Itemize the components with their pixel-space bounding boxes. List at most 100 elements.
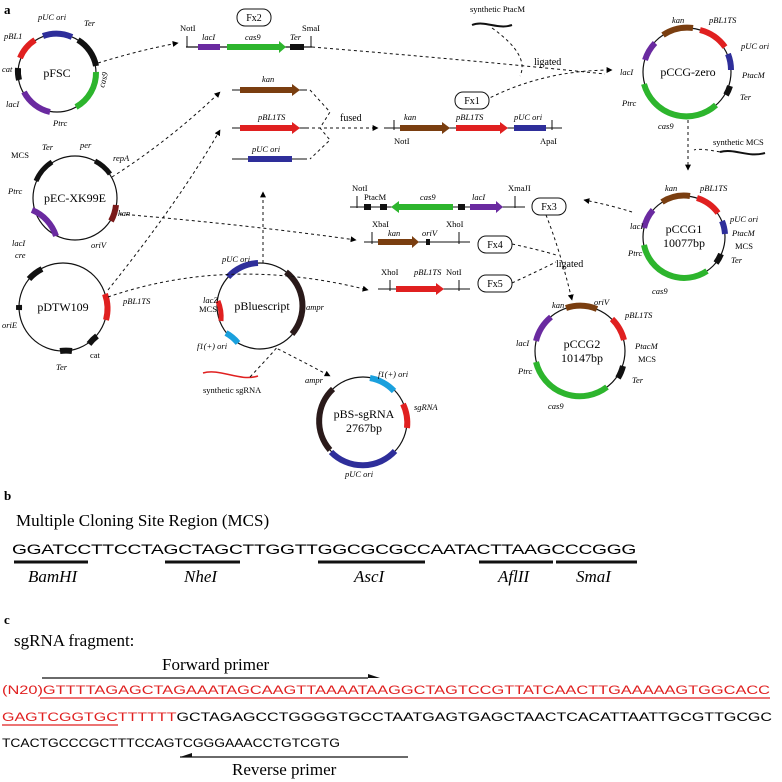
pbs-sgrna-name: pBS-sgRNA [334, 407, 395, 421]
pdtw109-pbl1: pBL1TS [122, 296, 151, 306]
panel-label-b: b [4, 488, 11, 503]
site-asci: AscI [353, 567, 386, 586]
site-nhei: NheI [183, 567, 218, 586]
pdtw109-ter: Ter [56, 362, 68, 372]
panel-label-a: a [4, 2, 11, 17]
fragment-fx5: XhoI pBL1TS NotI Fx5 [378, 267, 513, 295]
fragment-fx3: NotI PtacM cas9 lacI XmaJI Fx3 [350, 183, 567, 216]
pfsc-cat: cat [2, 64, 13, 74]
pbluescript-ampr: ampr [306, 302, 325, 312]
fx3-cas9: cas9 [420, 192, 436, 202]
fused-label: fused [340, 113, 362, 124]
fx1-kan: kan [404, 112, 416, 122]
pccg1-puc-ori: pUC ori [729, 214, 759, 224]
pfsc-cas9: cas9 [96, 70, 110, 88]
pccg-zero-pbl1: pBL1TS [708, 15, 737, 25]
pccg1-cas9: cas9 [652, 286, 668, 296]
plasmid-pdtw109: pDTW109 cre pBL1TS oriE cat Ter [2, 250, 151, 372]
pbs-ampr: ampr [305, 375, 324, 385]
pbluescript-puc-ori: pUC ori [221, 254, 251, 264]
pbs-f1-ori: f1(+) ori [378, 369, 409, 379]
site-bamhi: BamHI [28, 567, 78, 586]
pec-oriv: oriV [91, 240, 108, 250]
synthetic-sgrna: synthetic sgRNA [202, 347, 331, 395]
pec-xk99e-name: pEC-XK99E [44, 191, 106, 205]
pccg1-ptrc: Ptrc [627, 248, 643, 258]
pfsc-pbl1: pBL1 [3, 31, 22, 41]
fx1-pbl1: pBL1TS [455, 112, 484, 122]
pccg2-laci: lacI [516, 338, 530, 348]
fx3-laci: lacI [472, 192, 486, 202]
pccg1-kan: kan [665, 183, 677, 193]
pccg2-mcs: MCS [638, 354, 656, 364]
fx4-label: Fx4 [487, 240, 503, 251]
fx5-noti: NotI [446, 267, 462, 277]
pbluescript-mcs: MCS [199, 304, 217, 314]
fx1-puc-ori: pUC ori [513, 112, 543, 122]
fx4-xbai: XbaI [372, 219, 389, 229]
plasmid-pccg-zero: pCCG-zero kan pBL1TS pUC ori PtacM Ter l… [620, 15, 770, 131]
fx1-apai: ApaI [540, 136, 557, 146]
pccg-zero-ptacm: PtacM [741, 70, 766, 80]
pbluescript-name: pBluescript [234, 299, 290, 313]
pccg2-cas9: cas9 [548, 401, 564, 411]
plasmid-pccg1: pCCG1 10077bp kan pBL1TS pUC ori PtacM M… [627, 183, 759, 296]
synthetic-ptacm-label: synthetic PtacM [470, 4, 525, 14]
pec-repa: repA [113, 153, 130, 163]
fx2-ter: Ter [290, 32, 302, 42]
site-aflii: AflII [497, 567, 530, 586]
fx5-label: Fx5 [487, 279, 503, 290]
pfsc-ter: Ter [84, 18, 96, 28]
pccg-zero-ptrc: Ptrc [621, 98, 637, 108]
pccg-zero-cas9: cas9 [658, 121, 674, 131]
fx4-kan: kan [388, 228, 400, 238]
fx3-ptacm: PtacM [364, 192, 387, 202]
sgrna-line-3: TCACTGCCCGCTTTCCAGTCGGGAAACCTGTCGTG [2, 736, 340, 750]
pec-ptrc: Ptrc [7, 186, 23, 196]
sgrna-line-1: (N20)GTTTTAGAGCTAGAAATAGCAAGTTAAAATAAGGC… [2, 683, 770, 697]
pec-kan: kan [118, 208, 130, 218]
pec-mcs: MCS [11, 150, 29, 160]
synthetic-mcs: synthetic MCS [685, 120, 766, 171]
pbluescript-lacz: lacZ [203, 295, 218, 305]
site-smai: SmaI [576, 567, 612, 586]
pdtw109-cat: cat [90, 350, 101, 360]
fragment-fx2: NotI lacI cas9 SmaI Ter Fx2 [180, 8, 320, 53]
pccg2-ter: Ter [632, 375, 644, 385]
fx2-noti: NotI [180, 23, 196, 33]
mcs-sites: BamHI NheI AscI AflII SmaI [14, 560, 637, 586]
frag-puc-ori: pUC ori [251, 144, 281, 154]
fx3-noti: NotI [352, 183, 368, 193]
fx2-smai: SmaI [302, 23, 320, 33]
pfsc-puc-ori: pUC ori [37, 12, 67, 22]
pccg1-ter: Ter [731, 255, 743, 265]
fx3-xmaji: XmaJI [508, 183, 531, 193]
pccg-zero-laci: lacI [620, 67, 634, 77]
pccg1-pbl1: pBL1TS [699, 183, 728, 193]
plasmid-pfsc: pFSC pUC ori Ter pBL1 cat lacI Ptrc cas9 [2, 12, 110, 128]
pfsc-ptrc: Ptrc [52, 118, 68, 128]
pec-ter: Ter [42, 142, 54, 152]
frag-pbl1: pBL1TS [257, 112, 286, 122]
plasmid-pec-xk99e: pEC-XK99E MCS Ter per repA Ptrc kan lacI… [7, 140, 130, 250]
fx4-oriv: oriV [422, 228, 439, 238]
sgrna-line-2-red: GAGTCGGTGCTTTTTT [2, 710, 177, 724]
pccg-zero-kan: kan [672, 15, 684, 25]
sgrna-line-2-black: GCTAGAGCCTGGGGTGCCTAATGAGTGAGCTAACTCACAT… [177, 710, 773, 724]
fx2-laci: lacI [202, 32, 216, 42]
fx3-label: Fx3 [541, 202, 557, 213]
frag-kan: kan [262, 74, 274, 84]
pccg-zero-name: pCCG-zero [660, 65, 715, 79]
pbs-sgrna: sgRNA [414, 402, 438, 412]
fx1-noti: NotI [394, 136, 410, 146]
fragment-fx4: XbaI kan oriV XhoI Fx4 [364, 219, 513, 254]
pccg2-ptacm: PtacM [634, 341, 659, 351]
pfsc-laci: lacI [6, 99, 20, 109]
plasmid-pbluescript: pBluescript pUC ori lacZ MCS f1(+) ori a… [197, 254, 325, 351]
pbluescript-f1-ori: f1(+) ori [197, 341, 228, 351]
pccg2-pbl1: pBL1TS [624, 310, 653, 320]
pccg1-ptacm: PtacM [731, 228, 756, 238]
pbs-puc-ori: pUC ori [344, 469, 374, 479]
pccg2-ptrc: Ptrc [517, 366, 533, 376]
